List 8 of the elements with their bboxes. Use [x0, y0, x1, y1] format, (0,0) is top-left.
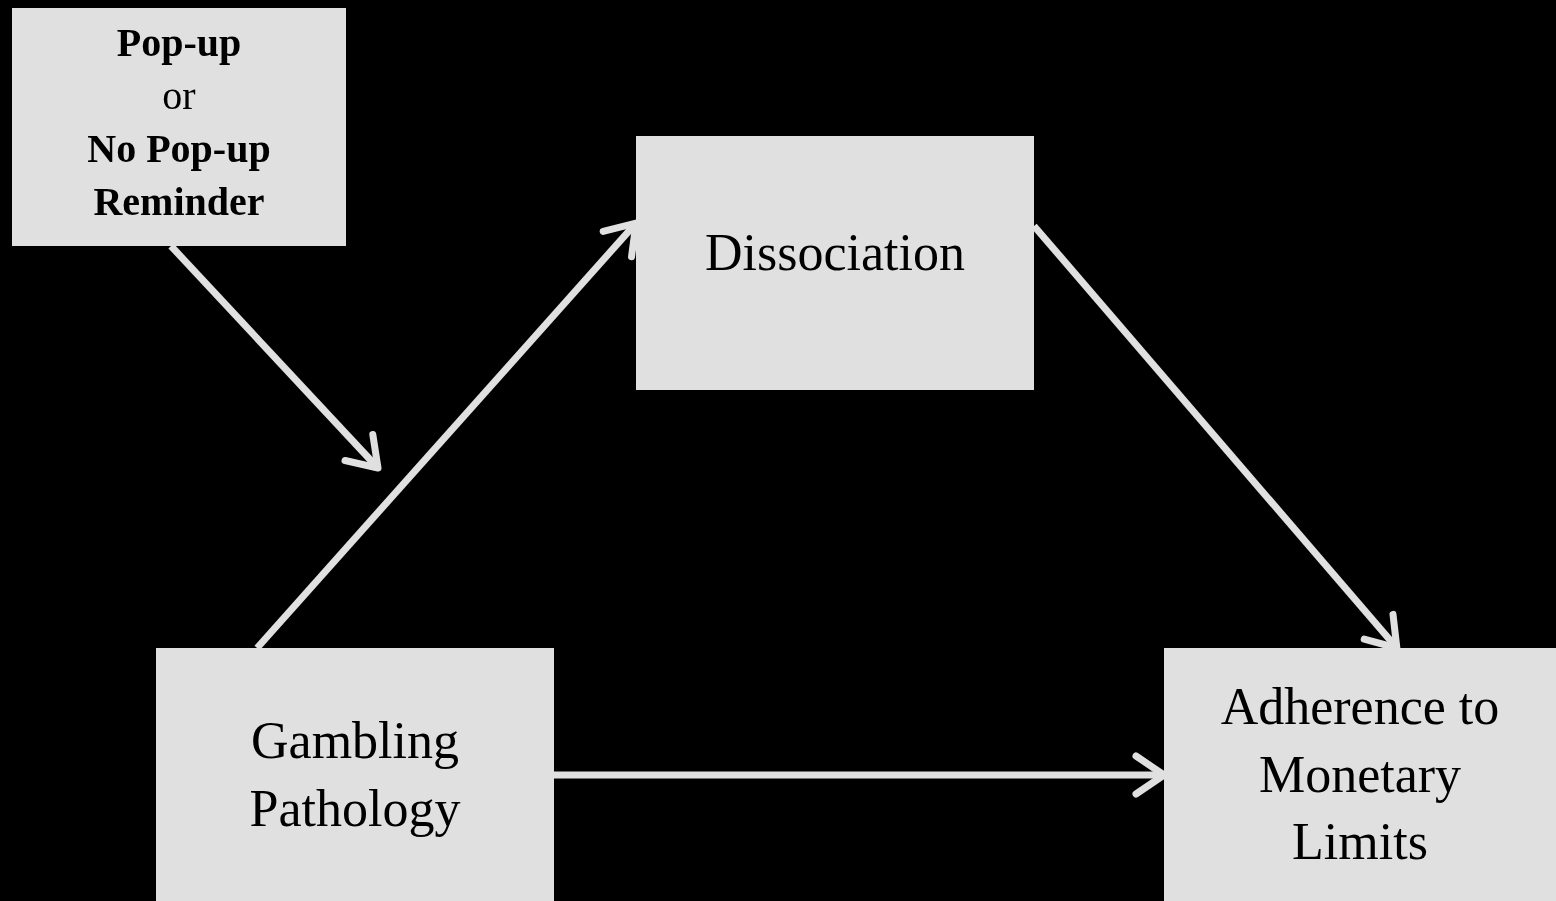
process-box — [636, 136, 1034, 390]
node-label: Pop-up or No Pop-up Reminder — [86, 18, 272, 227]
process-box — [1164, 648, 1556, 901]
node-label: Adherence to Monetary Limits — [1219, 677, 1501, 873]
node-label: Gambling Pathology — [248, 710, 462, 839]
process-box — [12, 8, 346, 246]
process-box — [156, 648, 554, 901]
node-label: Dissociation — [705, 223, 965, 284]
